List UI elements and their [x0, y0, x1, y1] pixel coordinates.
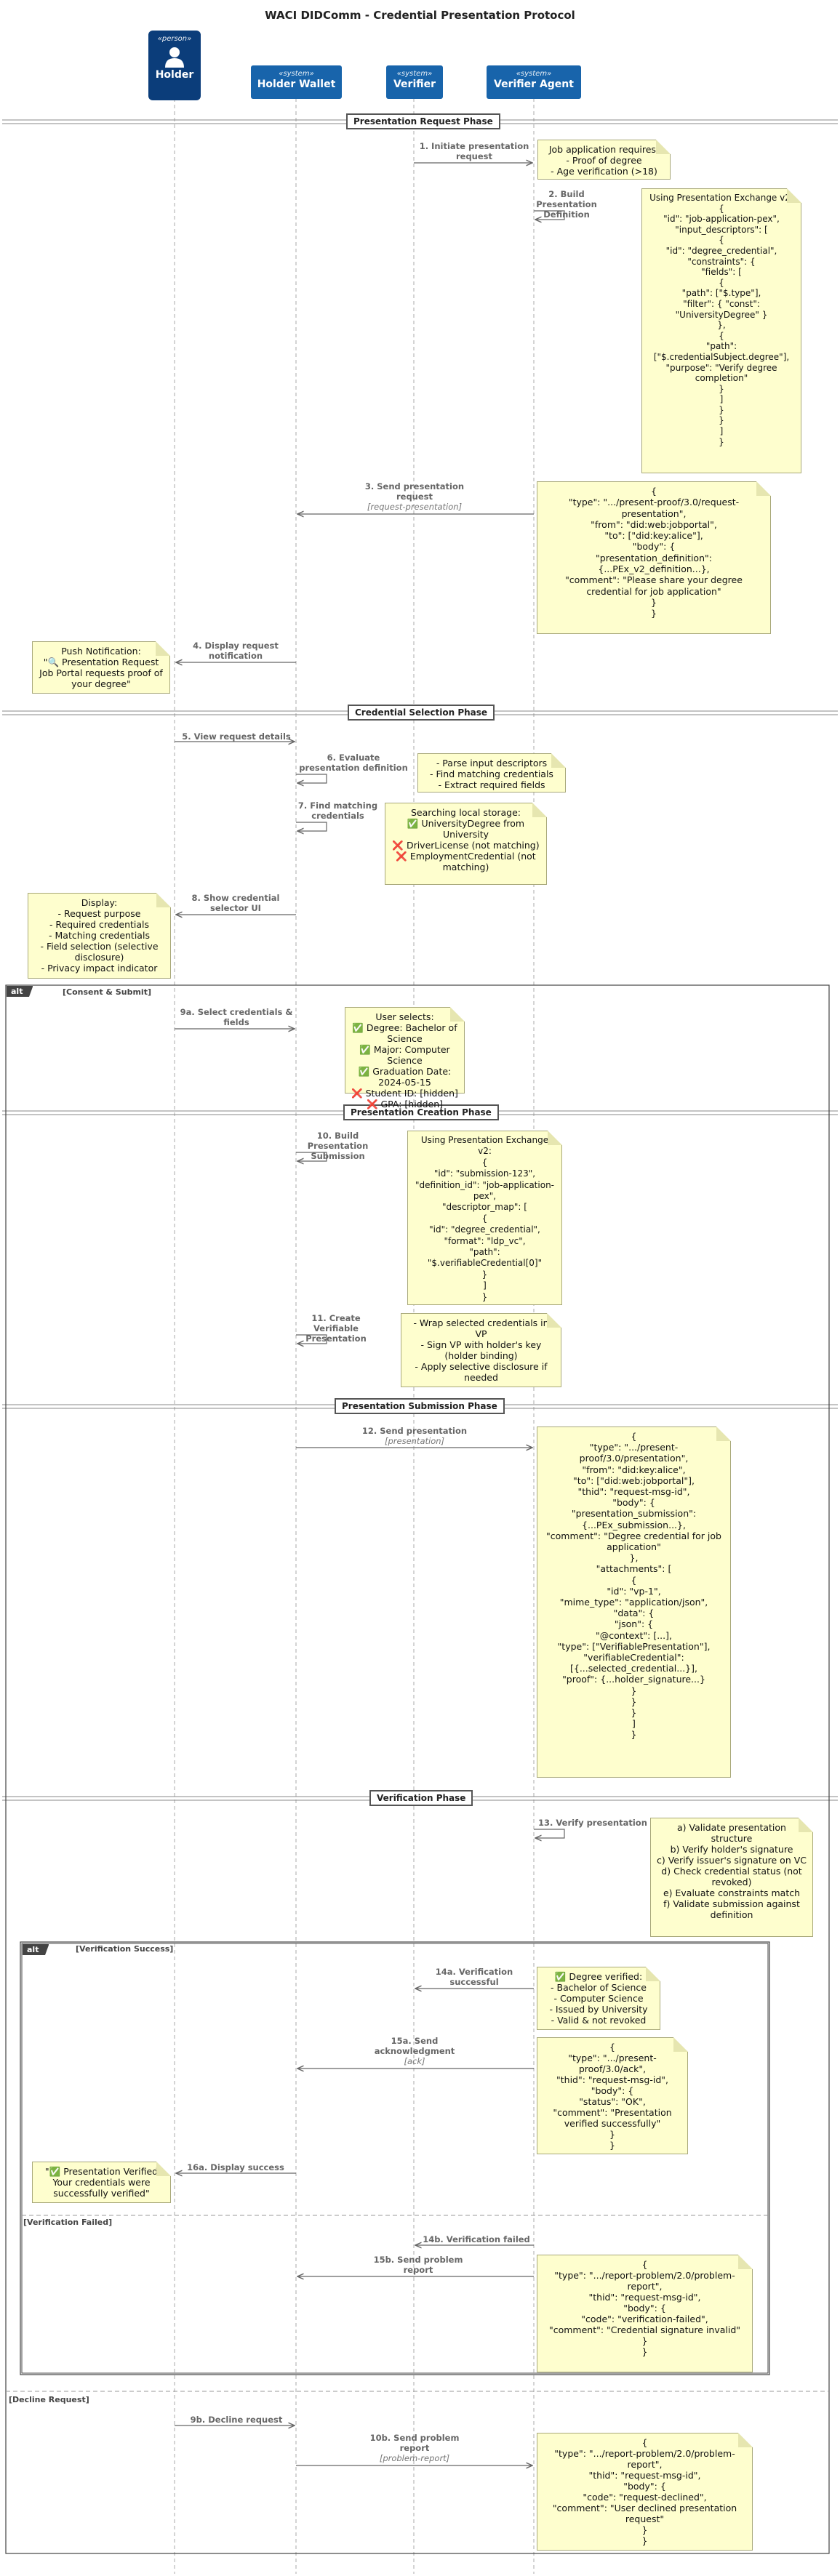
message-3-return: [request-presentation]: [367, 502, 463, 512]
phase-submission-label: Presentation Submission Phase: [335, 1398, 505, 1414]
actor-holder-stereotype: «person»: [157, 35, 192, 43]
message-10b-return: [problem-report]: [379, 2453, 450, 2463]
arrow-m10: [296, 1152, 327, 1161]
message-10b-label: 10b. Send problem report: [369, 2433, 460, 2453]
message-2: 2. Build Presentation Definition: [536, 189, 597, 220]
phase-request-label: Presentation Request Phase: [346, 113, 500, 129]
message-10: 10. Build Presentation Submission: [307, 1131, 369, 1161]
actor-holder-name: Holder: [155, 69, 194, 81]
alt-frame-tag: alt: [7, 986, 33, 997]
message-15a-label: 15a. Send acknowledgment: [374, 2036, 455, 2056]
actor-verifier-agent: «system» Verifier Agent: [487, 65, 581, 99]
message-12-label: 12. Send presentation: [361, 1426, 468, 1436]
note-request-message: { "type": ".../present-proof/3.0/request…: [537, 481, 771, 634]
note-push-notification: Push Notification: "🔍 Presentation Reque…: [32, 641, 170, 694]
arrow-m7: [296, 822, 327, 831]
message-10b: 10b. Send problem report[problem-report]: [356, 2433, 473, 2463]
failed-guard: [Verification Failed]: [23, 2218, 113, 2227]
person-icon: [165, 47, 184, 68]
actor-verifier-agent-stereotype: «system»: [516, 70, 552, 78]
message-15a-return: [ack]: [404, 2056, 425, 2066]
decline-guard: [Decline Request]: [9, 2395, 89, 2404]
phase-selection-label: Credential Selection Phase: [348, 705, 495, 721]
message-9b: 9b. Decline request: [190, 2415, 283, 2425]
message-1: 1. Initiate presentation request: [419, 141, 529, 161]
note-ack-message: { "type": ".../present-proof/3.0/ack", "…: [537, 2037, 688, 2154]
alt-dividers: [6, 2215, 829, 2392]
note-job-requirements: Job application requires: - Proof of deg…: [537, 140, 671, 180]
alt-frame-verification: [20, 1941, 770, 2375]
message-11: 11. Create Verifiable Presentation: [305, 1313, 367, 1344]
message-14b: 14b. Verification failed: [423, 2234, 530, 2244]
message-8: 8. Show credential selector UI: [191, 893, 280, 913]
arrow-m2: [534, 210, 565, 220]
message-9a: 9a. Select credentials & fields: [180, 1007, 293, 1027]
alt-frame-verification-inner: [21, 1943, 769, 2374]
message-arrows: [175, 163, 565, 2465]
phase-creation-label: Presentation Creation Phase: [343, 1104, 499, 1120]
actor-verifier-stereotype: «system»: [396, 70, 433, 78]
message-15b: 15b. Send problem report: [373, 2255, 463, 2275]
alt-frames: [5, 984, 830, 2554]
message-12-return: [presentation]: [384, 1436, 445, 1446]
actor-verifier-name: Verifier: [393, 79, 436, 90]
actor-holder: «person» Holder: [148, 31, 201, 100]
message-4: 4. Display request notification: [193, 641, 279, 661]
note-verification-steps: a) Validate presentation structure b) Ve…: [650, 1818, 813, 1937]
message-3-label: 3. Send presentation request: [364, 481, 465, 502]
note-presentation-submission: Using Presentation Exchange v2: { "id": …: [407, 1131, 562, 1305]
note-success-display: "✅ Presentation Verified Your credential…: [32, 2162, 171, 2203]
arrow-m6: [296, 774, 327, 783]
consent-guard: [Consent & Submit]: [63, 987, 151, 997]
message-16a: 16a. Display success: [187, 2162, 284, 2172]
alt-frame-consent: [5, 984, 830, 2554]
arrow-m13: [534, 1829, 565, 1838]
actor-holder-wallet-stereotype: «system»: [279, 70, 314, 78]
note-user-selects: User selects: ✅ Degree: Bachelor of Scie…: [345, 1007, 465, 1110]
message-12: 12. Send presentation[presentation]: [349, 1426, 480, 1446]
note-decline-report: { "type": ".../report-problem/2.0/proble…: [537, 2433, 753, 2551]
alt-frame-tag-verification: alt: [23, 1944, 49, 1955]
diagram-title: WACI DIDComm - Credential Presentation P…: [265, 9, 575, 22]
note-display: Display: - Request purpose - Required cr…: [28, 893, 171, 979]
message-14a: 14a. Verification successful: [435, 1967, 513, 1987]
note-presentation-definition: Using Presentation Exchange v2: { "id": …: [641, 188, 801, 473]
message-3: 3. Send presentation request[request-pre…: [356, 481, 473, 512]
note-search-storage: Searching local storage: ✅ UniversityDeg…: [385, 803, 547, 885]
arrow-m11: [296, 1334, 327, 1344]
message-15a: 15a. Send acknowledgment[ack]: [371, 2036, 458, 2066]
actor-verifier-agent-name: Verifier Agent: [494, 79, 574, 90]
message-6: 6. Evaluate presentation definition: [299, 753, 408, 773]
actor-holder-wallet: «system» Holder Wallet: [251, 65, 342, 99]
note-wrap-credentials: - Wrap selected credentials in VP - Sign…: [401, 1313, 561, 1387]
message-13: 13. Verify presentation: [538, 1818, 647, 1828]
note-parse-descriptors: - Parse input descriptors - Find matchin…: [417, 753, 566, 793]
actor-holder-wallet-name: Holder Wallet: [257, 79, 336, 90]
note-presentation-message: { "type": ".../present-proof/3.0/present…: [537, 1427, 731, 1778]
success-guard: [Verification Success]: [76, 1944, 174, 1954]
message-5: 5. View request details: [182, 731, 291, 742]
message-7: 7. Find matching credentials: [297, 801, 378, 821]
phase-verification-label: Verification Phase: [369, 1790, 473, 1806]
actor-verifier: «system» Verifier: [386, 65, 443, 99]
note-degree-verified: ✅ Degree verified: - Bachelor of Science…: [537, 1967, 660, 2030]
note-failure-report: { "type": ".../report-problem/2.0/proble…: [537, 2255, 753, 2372]
